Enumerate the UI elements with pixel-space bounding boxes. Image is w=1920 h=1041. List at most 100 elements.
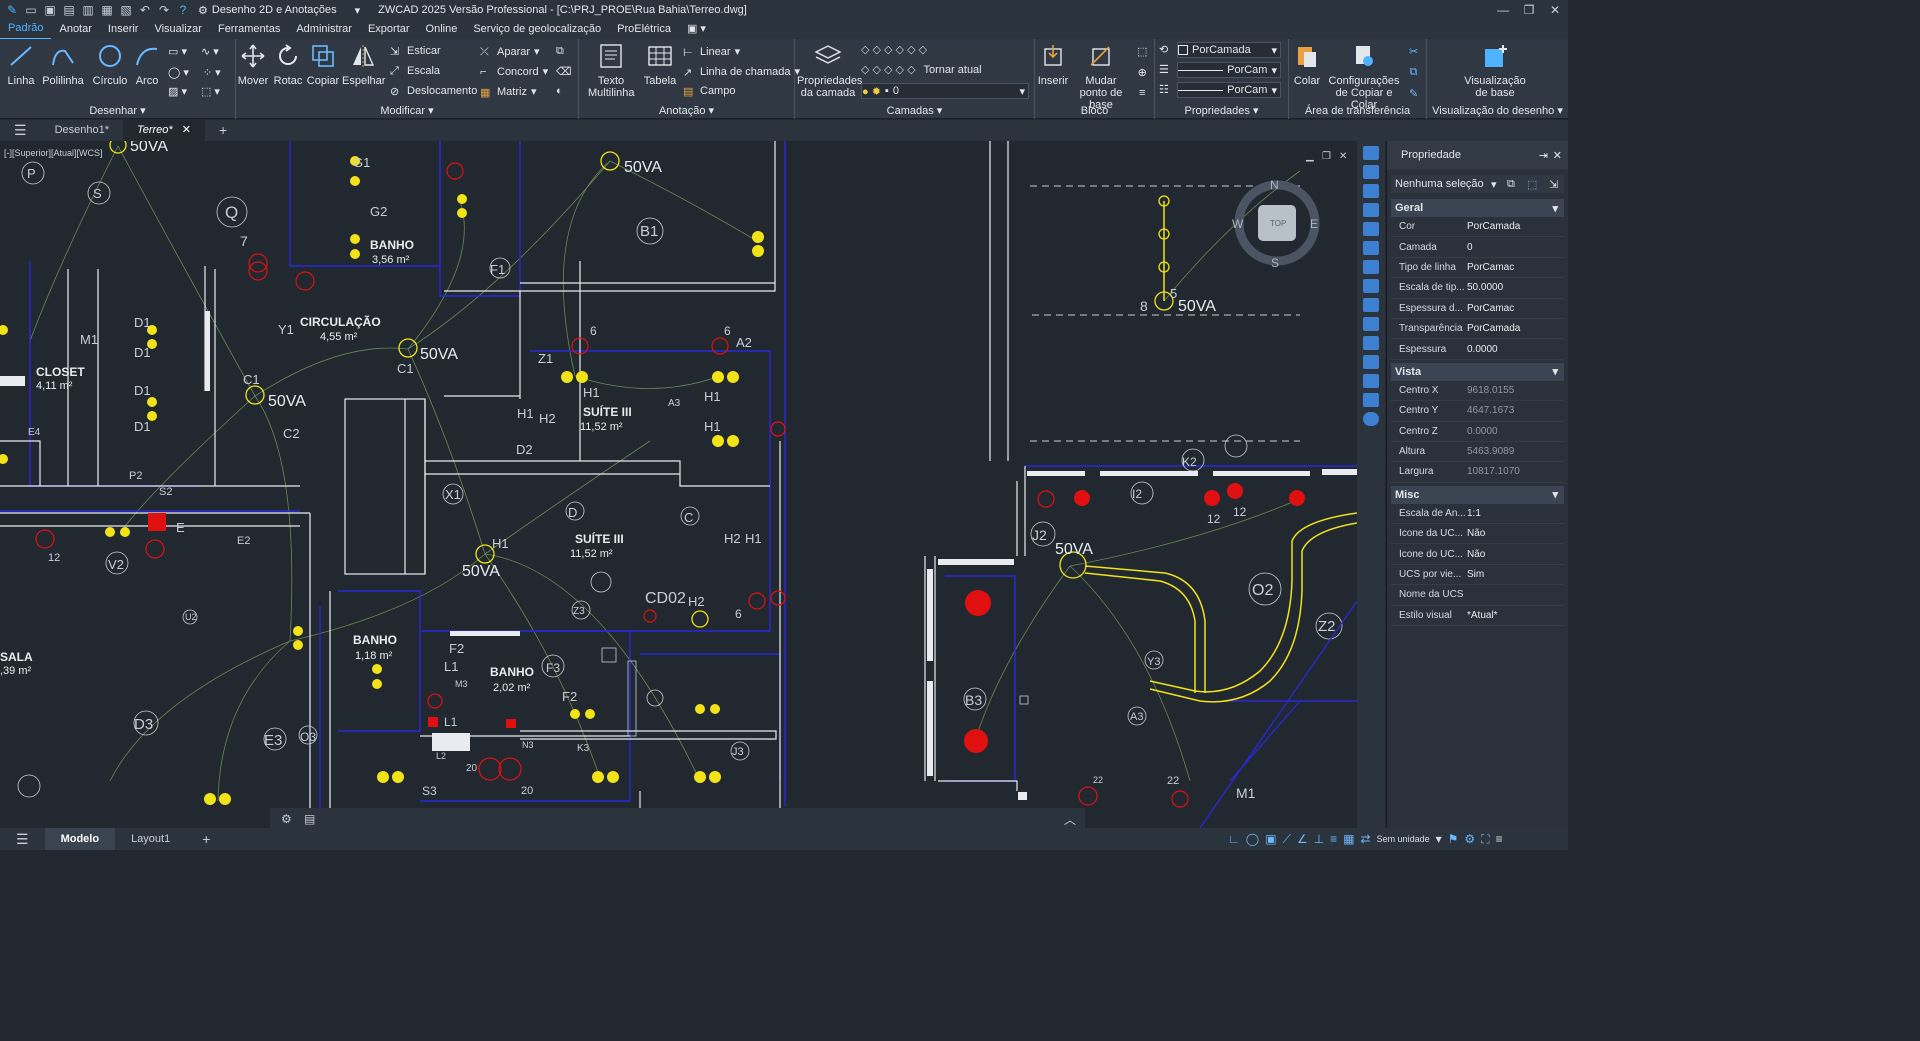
property-value[interactable]: 50.0000	[1467, 282, 1504, 294]
leader-button[interactable]: ↗Linha de chamada▾	[683, 65, 801, 79]
offset-button[interactable]: ⊘Deslocamento	[390, 85, 478, 98]
add-tab-icon[interactable]: +	[218, 122, 228, 138]
minimize-button[interactable]: —	[1497, 3, 1509, 17]
viewport-minimize-icon[interactable]: ▁	[1305, 151, 1314, 162]
maximize-button[interactable]: ❐	[1523, 3, 1535, 17]
plot-manager-icon[interactable]	[1363, 355, 1379, 369]
property-row[interactable]: Escala de An...1:1	[1391, 504, 1564, 525]
match-properties-icon[interactable]: ⟲	[1159, 44, 1169, 56]
polyline-button[interactable]: Polilinha	[42, 43, 84, 87]
color-dropdown[interactable]: PorCamada▾	[1177, 42, 1281, 58]
rectangle-tool[interactable]: ▭ ▾∿ ▾	[168, 45, 219, 58]
mirror-button[interactable]: Espelhar	[342, 43, 385, 87]
group-label[interactable]: Modificar ▾	[380, 105, 434, 117]
property-section-header[interactable]: Vista▾	[1391, 362, 1564, 381]
make-current-button[interactable]: Tornar atual	[923, 63, 982, 76]
annotation-icon[interactable]: ⚑	[1447, 832, 1459, 846]
hamburger-menu-icon[interactable]: ☰	[16, 831, 29, 847]
sheet-set-icon[interactable]	[1363, 241, 1379, 255]
property-row[interactable]: UCS por vie...Sim	[1391, 565, 1564, 586]
line-button[interactable]: Linha	[6, 43, 36, 87]
drawing-canvas[interactable]: BANHO CIRCULAÇÃO CLOSET SUÍTE III SUÍTE …	[0, 141, 1357, 828]
property-row[interactable]: Espessura d...PorCamac	[1391, 299, 1564, 319]
snap-icon[interactable]: ▣	[1265, 832, 1277, 846]
property-section-header[interactable]: Geral▾	[1391, 199, 1564, 217]
gear-icon[interactable]: ⚙	[281, 812, 292, 826]
layer-manager-icon[interactable]	[1363, 203, 1379, 217]
layer-tools-row1[interactable]: ◇ ◇ ◇ ◇ ◇ ◇	[861, 43, 927, 56]
base-view-button[interactable]: Visualização de base	[1457, 43, 1533, 99]
property-row[interactable]: Nome da UCS	[1391, 585, 1564, 606]
insert-block-button[interactable]: Inserir	[1037, 43, 1069, 87]
selection-dropdown[interactable]: Nenhuma seleção ▾ ⧉ ⬚ ⇲	[1391, 175, 1564, 193]
viewport-close-icon[interactable]: ✕	[1339, 151, 1347, 162]
property-value[interactable]: PorCamada	[1467, 221, 1521, 233]
otrack-icon[interactable]: ∠	[1296, 832, 1308, 846]
rotate-button[interactable]: Rotac	[272, 43, 304, 87]
chevron-down-icon[interactable]: ▾	[1435, 832, 1442, 846]
tab-ferramentas[interactable]: Ferramentas	[217, 23, 281, 35]
add-layout-icon[interactable]: +	[202, 831, 211, 847]
chevron-up-icon[interactable]: ︿	[1064, 813, 1076, 827]
xref-icon[interactable]	[1363, 317, 1379, 331]
property-value[interactable]: 1:1	[1467, 507, 1481, 519]
tab-model[interactable]: Modelo	[44, 828, 116, 850]
transparency-icon[interactable]: ▦	[1343, 832, 1355, 846]
scale-button[interactable]: ⤢Escala	[390, 65, 441, 77]
group-label[interactable]: Anotação ▾	[658, 105, 715, 117]
ortho-icon[interactable]: ∟	[1228, 832, 1240, 846]
property-value[interactable]: PorCamada	[1467, 323, 1521, 335]
viewport-maximize-icon[interactable]: ❐	[1322, 151, 1331, 162]
viewport-label[interactable]: [-][Superior][Atual][WCS]	[4, 148, 103, 158]
circle-button[interactable]: Círculo	[90, 43, 130, 87]
save-icon[interactable]: ▤	[63, 3, 75, 17]
lineweight-toggle-icon[interactable]: ≡	[1330, 832, 1338, 846]
plot-icon[interactable]: ▦	[101, 3, 113, 17]
properties-palette-icon[interactable]	[1363, 146, 1379, 160]
help-palette-icon[interactable]	[1363, 412, 1379, 426]
workspace-icon[interactable]: ⚙	[1464, 832, 1476, 846]
property-value[interactable]: 0	[1467, 241, 1473, 253]
mtext-button[interactable]: Texto Multilinha	[587, 43, 635, 99]
group-label[interactable]: Propriedades ▾	[1184, 105, 1259, 117]
file-tab-desenho1[interactable]: Desenho1*	[54, 124, 109, 136]
property-value[interactable]: Sim	[1467, 569, 1485, 581]
block-library-icon[interactable]	[1363, 222, 1379, 236]
undo-icon[interactable]: ↶	[139, 3, 151, 17]
tab-exportar[interactable]: Exportar	[367, 23, 410, 35]
trim-button[interactable]: ⤫Aparar▾	[480, 45, 540, 59]
tab-anotar[interactable]: Anotar	[59, 23, 92, 35]
clipboard-palette-icon[interactable]	[1363, 298, 1379, 312]
save-as-icon[interactable]: ▥	[82, 3, 94, 17]
view-cube[interactable]	[1258, 205, 1296, 241]
tab-geolocalizacao[interactable]: Serviço de geolocalização	[473, 23, 602, 35]
open-folder-icon[interactable]: ▣	[44, 3, 56, 17]
ellipse-tool[interactable]: ◯ ▾⁘ ▾	[168, 66, 221, 79]
linear-dim-button[interactable]: ⊢Linear▾	[683, 45, 741, 59]
layout-icon[interactable]: ▤	[304, 812, 315, 826]
quick-select-icon[interactable]: ⧉	[1507, 177, 1515, 190]
customize-icon[interactable]: ≡	[1495, 832, 1503, 846]
property-row[interactable]: Estilo visual*Atual*	[1391, 606, 1564, 627]
cad-drawing[interactable]: BANHO CIRCULAÇÃO CLOSET SUÍTE III SUÍTE …	[0, 141, 1357, 828]
close-tab-icon[interactable]: ✕	[181, 124, 191, 136]
match-button[interactable]: ◐	[556, 85, 569, 97]
tab-proeletrica[interactable]: ProElétrica	[617, 23, 671, 35]
hamburger-menu-icon[interactable]: ☰	[14, 122, 27, 138]
array-button[interactable]: ▦Matriz▾	[480, 85, 537, 99]
table-button[interactable]: Tabela	[643, 43, 677, 87]
app-logo-icon[interactable]: ✎	[6, 3, 18, 17]
property-row[interactable]: Ícone da UC...Não	[1391, 524, 1564, 545]
property-value[interactable]: Não	[1467, 548, 1486, 560]
hatch-tool[interactable]: ▨ ▾⬚ ▾	[168, 85, 220, 98]
property-row[interactable]: Ícone do UC...Não	[1391, 544, 1564, 565]
